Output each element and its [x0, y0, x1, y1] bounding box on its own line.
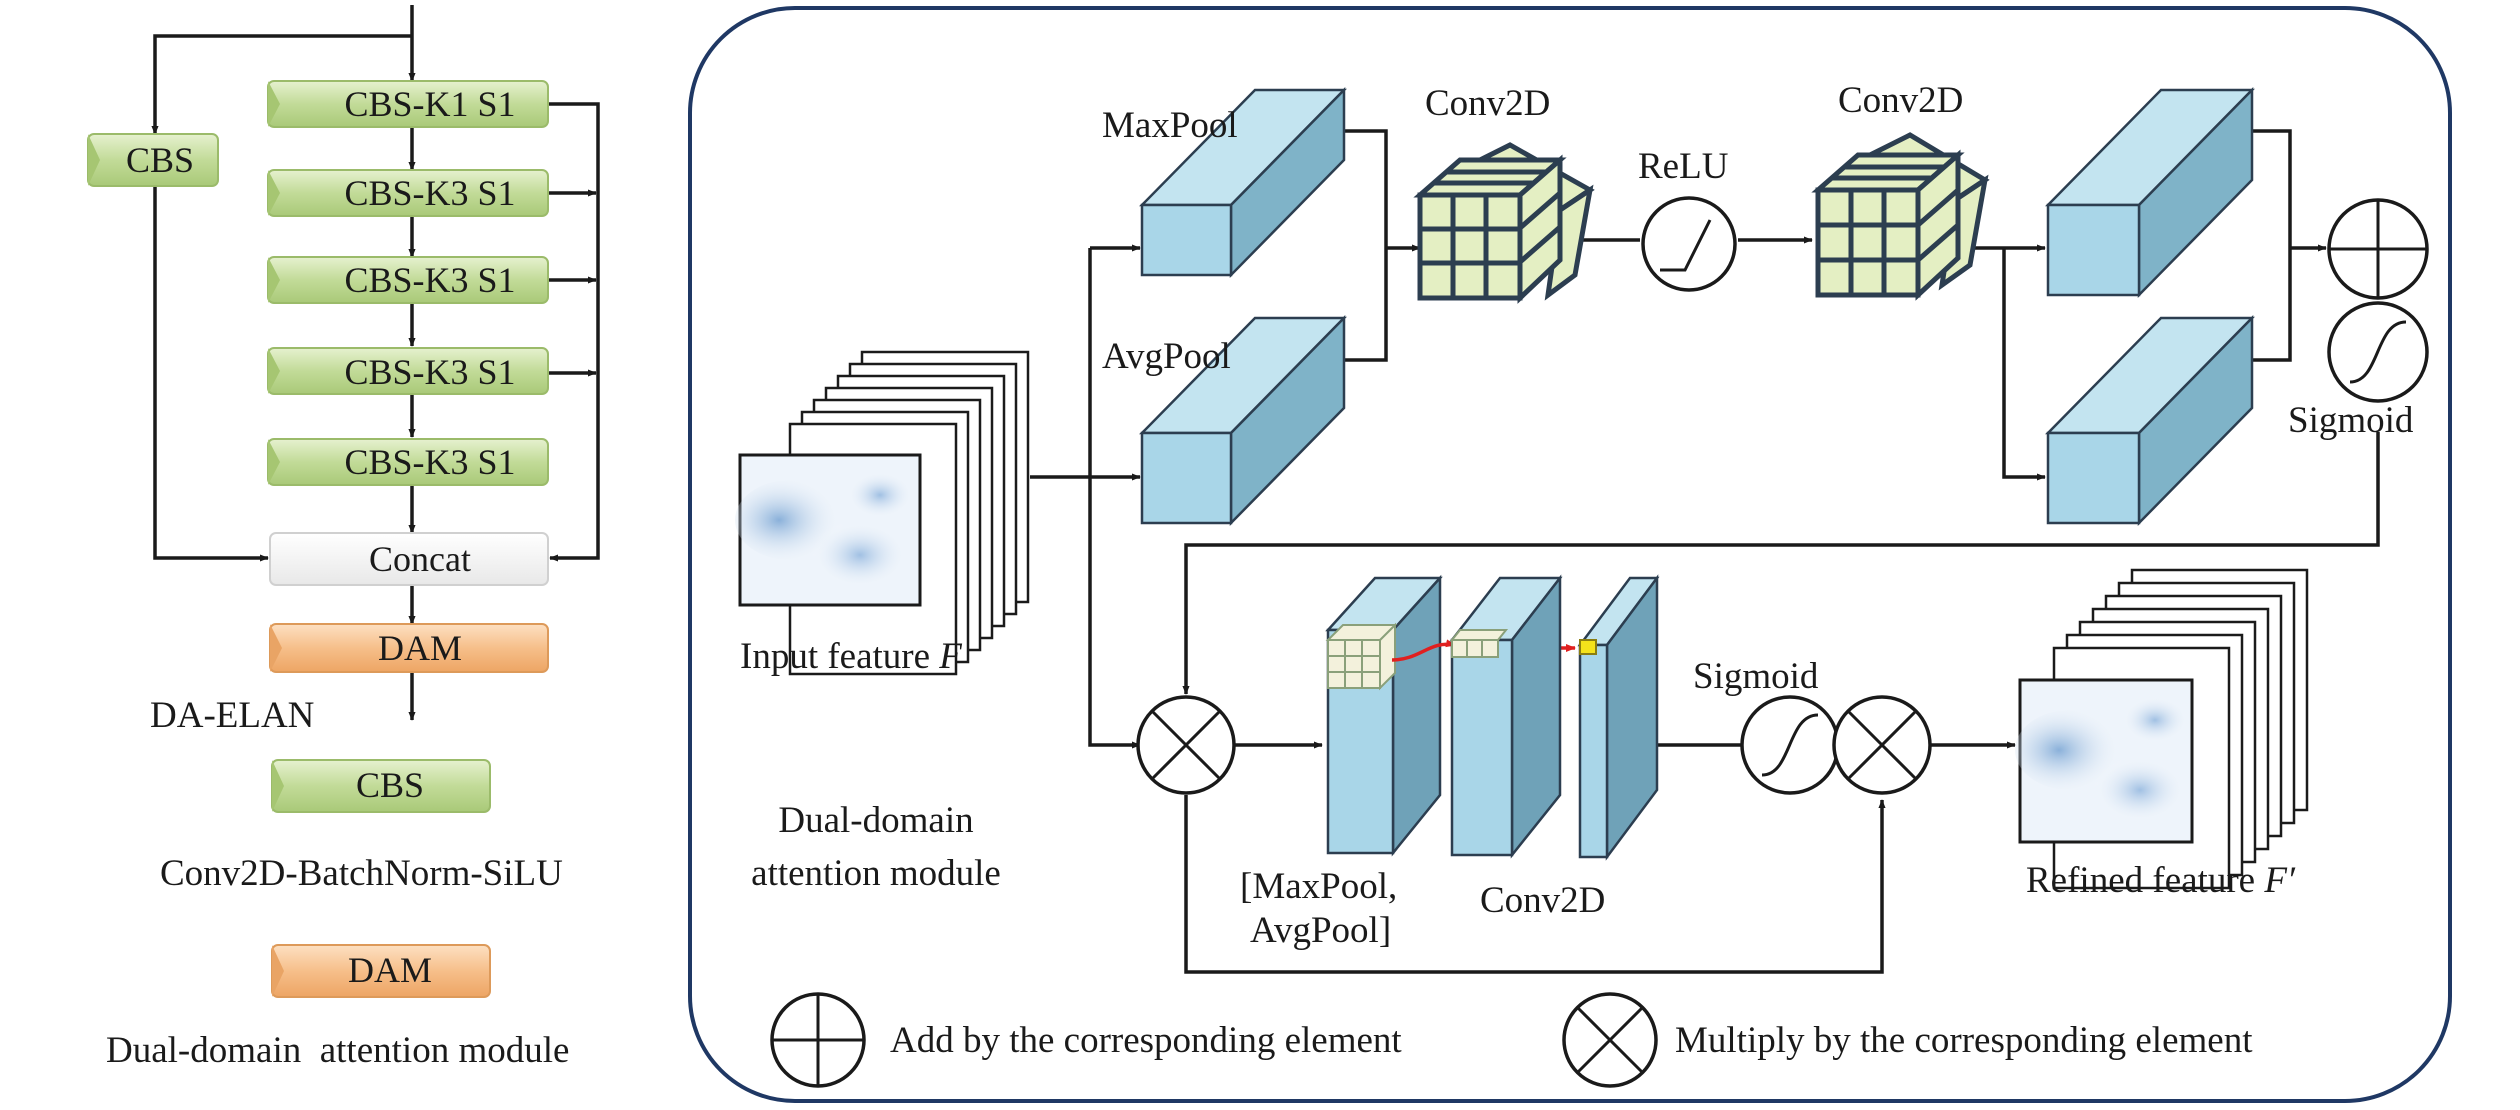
sigmoid-node-bottom [1740, 695, 1840, 795]
legend-add-text: Add by the corresponding element [890, 1020, 1402, 1061]
legend-dam-swatch: DAM [271, 944, 491, 998]
cuboid-lower-right [2045, 314, 2255, 527]
module-name-line-2: attention module [751, 853, 1001, 894]
cbs-block-1: CBS-K1 S1 [267, 80, 549, 128]
legend-cbs-description: Conv2D-BatchNorm-SiLU [160, 853, 563, 894]
avgpool-label: AvgPool [1102, 336, 1231, 377]
bottom-legend: Add by the corresponding element Multipl… [770, 992, 2253, 1088]
side-cbs-label: CBS [126, 140, 194, 180]
maxpool-cuboid [1139, 86, 1347, 279]
module-name-line-1: Dual-domain [778, 800, 973, 841]
cbs-block-2-label: CBS-K3 S1 [344, 173, 515, 213]
da-elan-title: DA-ELAN [150, 695, 314, 736]
refined-feature-stack [2015, 568, 2309, 890]
cbs-block-2: CBS-K3 S1 [267, 169, 549, 217]
input-feature-stack [735, 350, 1030, 676]
cuboid-upper-right [2045, 86, 2255, 299]
conv2d-3-label: Conv2D [1480, 880, 1605, 921]
sigmoid-top-label: Sigmoid [2288, 400, 2414, 441]
concat-block: Concat [269, 532, 549, 586]
add-operator-node [2327, 198, 2429, 300]
cbs-block-3: CBS-K3 S1 [267, 256, 549, 304]
legend-add-symbol [770, 992, 866, 1088]
attention-map-slab [1577, 574, 1660, 861]
input-feature-variable: F [938, 636, 962, 677]
legend-dam-description: Dual-domain attention module [106, 1030, 569, 1071]
maxpool-label: MaxPool [1102, 105, 1238, 146]
dam-connections [1030, 129, 2380, 974]
dam-block: DAM [269, 623, 549, 673]
cbs-block-4: CBS-K3 S1 [267, 347, 549, 395]
multiply-operator-node-1 [1136, 695, 1236, 795]
conv2d-cube-1 [1413, 142, 1595, 304]
conv2d-cube-2 [1811, 132, 1990, 301]
cbs-block-5: CBS-K3 S1 [267, 438, 549, 486]
da-elan-diagram [151, 5, 600, 721]
legend-dam-label: DAM [348, 950, 432, 990]
dam-module-frame [688, 6, 2452, 1103]
elan-blocks: CBS-K1 S1 CBS-K3 S1 CBS-K3 S1 CBS-K3 S1 … [87, 80, 549, 736]
left-legend: CBS Conv2D-BatchNorm-SiLU DAM Dual-domai… [106, 759, 569, 1071]
legend-multiply-text: Multiply by the corresponding element [1675, 1020, 2253, 1061]
legend-cbs-swatch: CBS [271, 759, 491, 813]
conv2d-2-label: Conv2D [1838, 80, 1963, 121]
cbs-block-5-label: CBS-K3 S1 [344, 442, 515, 482]
relu-node [1641, 196, 1737, 292]
legend-cbs-label: CBS [356, 765, 424, 805]
input-feature-text: Input feature [740, 636, 939, 677]
refined-feature-variable: F′ [2263, 860, 2296, 901]
pooled-feature-slab [1325, 574, 1443, 857]
concat-label: Concat [369, 539, 471, 579]
sigmoid-bottom-label: Sigmoid [1693, 656, 1819, 697]
side-cbs-block: CBS [87, 133, 219, 187]
cbs-block-1-label: CBS-K1 S1 [344, 84, 515, 124]
legend-multiply-symbol [1562, 992, 1658, 1088]
dam-label: DAM [378, 628, 462, 668]
refined-feature-label: Refined feature F′ [2026, 860, 2296, 901]
relu-label: ReLU [1638, 146, 1728, 187]
conv-feature-slab [1449, 574, 1563, 859]
cbs-block-3-label: CBS-K3 S1 [344, 260, 515, 300]
stack-label-line-1: [MaxPool, [1240, 866, 1397, 907]
refined-feature-text: Refined feature [2026, 860, 2264, 901]
conv2d-1-label: Conv2D [1425, 83, 1550, 124]
avgpool-cuboid [1139, 314, 1347, 527]
stack-label-line-2: AvgPool] [1250, 910, 1391, 951]
cbs-block-4-label: CBS-K3 S1 [344, 352, 515, 392]
sigmoid-node-top [2327, 301, 2429, 403]
input-feature-label: Input feature F [740, 636, 962, 677]
multiply-operator-node-2 [1832, 695, 1932, 795]
